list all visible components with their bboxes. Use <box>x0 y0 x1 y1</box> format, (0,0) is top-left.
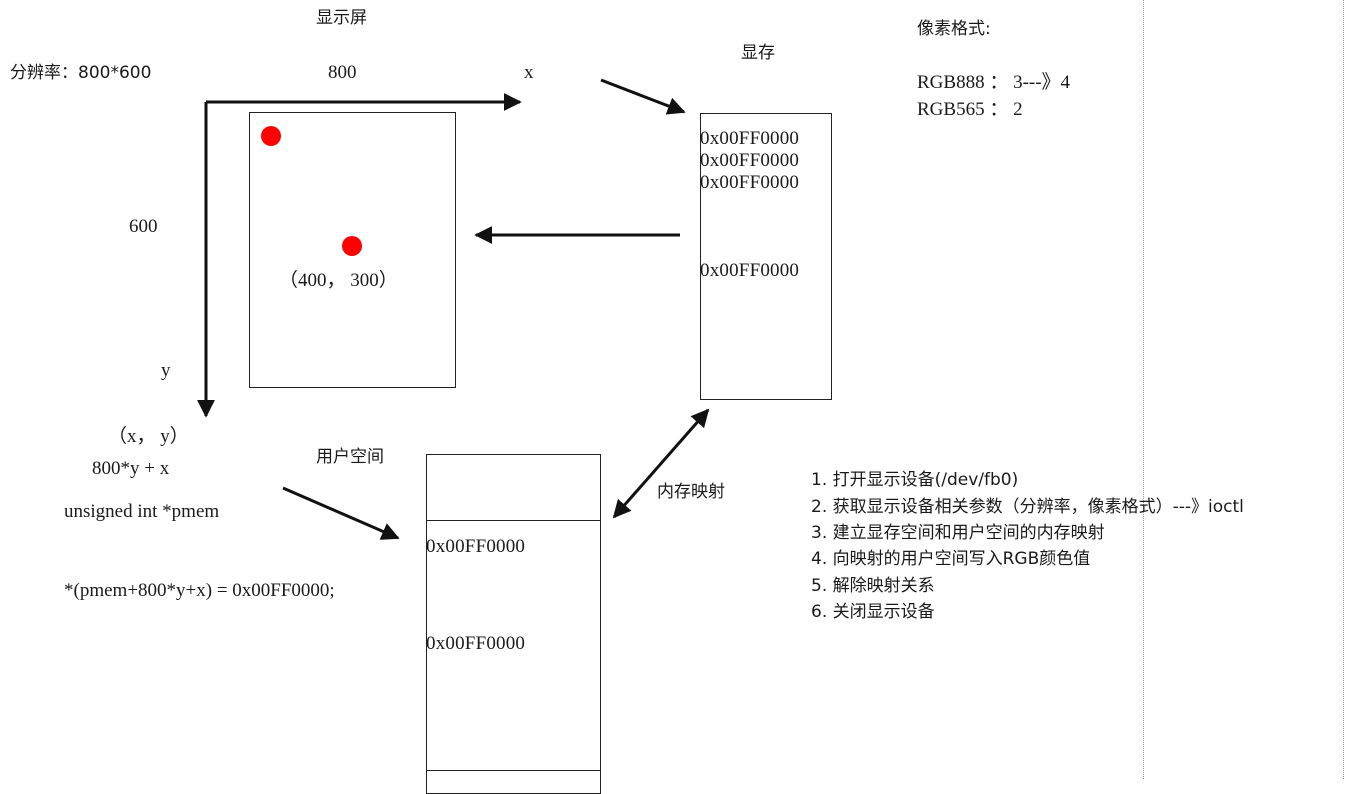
step-item: 5. 解除映射关系 <box>811 576 935 596</box>
coord-label: （x， y） <box>108 426 189 447</box>
vram-value: 0x00FF0000 <box>700 150 800 171</box>
y-axis-label: y <box>161 360 171 381</box>
user-space-value: 0x00FF0000 <box>426 536 526 557</box>
pointer-declaration: unsigned int *pmem <box>64 501 220 522</box>
memory-mapping-arrow <box>612 408 710 519</box>
screen-rect <box>249 112 456 388</box>
step-item: 3. 建立显存空间和用户空间的内存映射 <box>811 523 1105 543</box>
x-axis-label: x <box>524 62 534 83</box>
center-coordinate: （400， 300） <box>279 270 398 291</box>
pixel-assignment: *(pmem+800*y+x) = 0x00FF0000; <box>64 580 335 601</box>
screen-width-label: 800 <box>328 62 357 83</box>
page-guide-line <box>1143 0 1144 779</box>
user-space-divider-bottom <box>426 770 601 771</box>
pixel-dot-origin <box>261 126 281 146</box>
rgb888-label: RGB888 ： 3---》4 <box>917 72 1071 93</box>
screen-title: 显示屏 <box>316 8 367 28</box>
pixel-dot-center <box>342 236 362 256</box>
vram-rect <box>700 113 832 400</box>
resolution-label: 分辨率：800*600 <box>10 63 152 83</box>
rgb565-label: RGB565 ： 2 <box>917 99 1023 120</box>
user-space-value: 0x00FF0000 <box>426 633 526 654</box>
step-item: 1. 打开显示设备(/dev/fb0) <box>811 470 1019 490</box>
user-space-divider-top <box>426 520 601 521</box>
offset-formula: 800*y + x <box>92 458 170 479</box>
step-item: 2. 获取显示设备相关参数（分辨率，像素格式）---》ioctl <box>811 497 1244 517</box>
vram-value: 0x00FF0000 <box>700 128 800 149</box>
page-guide-line-edge <box>1343 0 1344 779</box>
vram-value: 0x00FF0000 <box>700 172 800 193</box>
user-space-rect <box>426 454 601 794</box>
arrow-pointer-to-user-space <box>282 486 400 540</box>
pixel-format-title: 像素格式: <box>917 19 991 39</box>
user-space-title: 用户空间 <box>316 447 384 467</box>
screen-height-label: 600 <box>129 216 158 237</box>
memory-mapping-label: 内存映射 <box>657 482 725 502</box>
vram-value: 0x00FF0000 <box>700 260 800 281</box>
vram-title: 显存 <box>741 43 775 63</box>
arrow-to-vram <box>600 78 686 115</box>
step-item: 4. 向映射的用户空间写入RGB颜色值 <box>811 549 1091 569</box>
step-item: 6. 关闭显示设备 <box>811 602 935 622</box>
